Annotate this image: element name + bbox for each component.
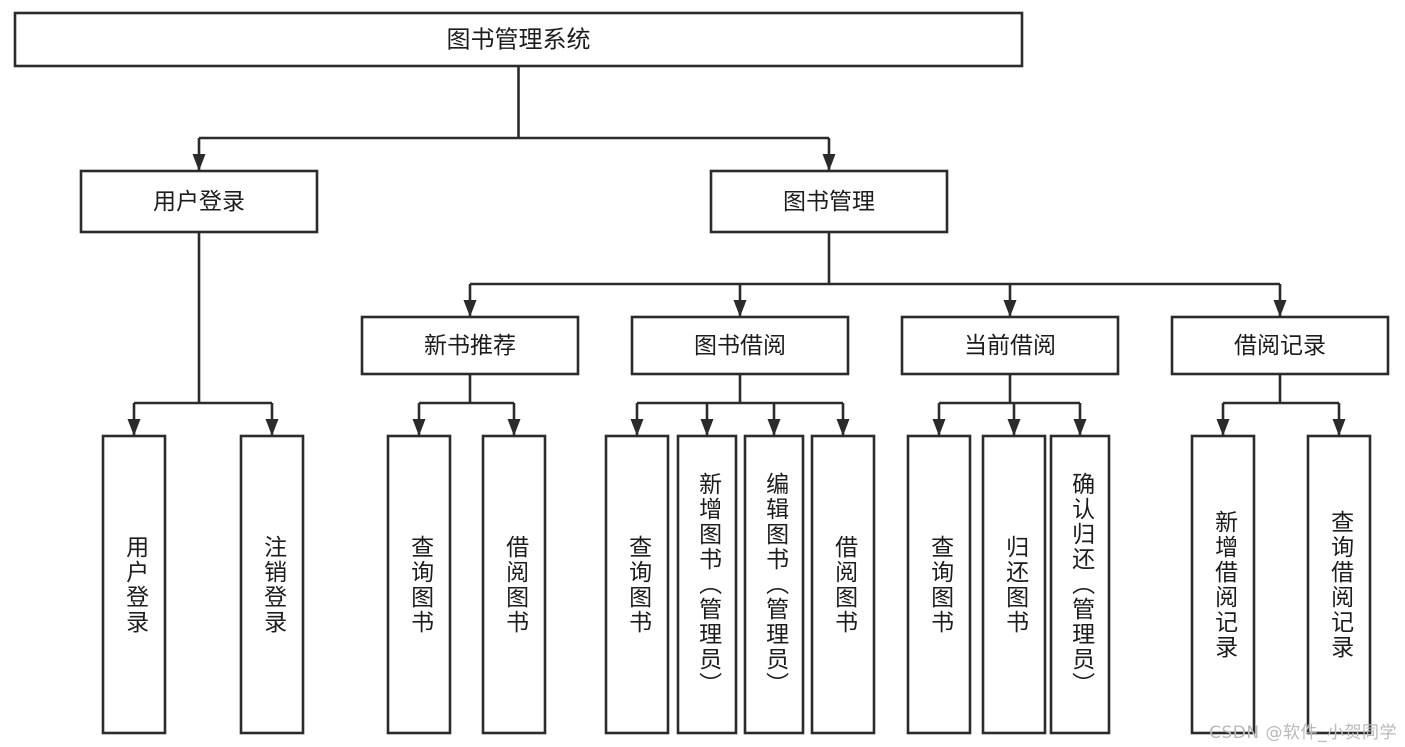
node-leaf-edit-book-admin[interactable] bbox=[743, 434, 805, 735]
arrow-head-icon bbox=[767, 419, 781, 436]
arrow-head-icon bbox=[192, 154, 206, 171]
arrow-head-icon bbox=[265, 419, 279, 436]
node-box-book-manage[interactable] bbox=[709, 169, 949, 234]
node-box-leaf-borrow-book-2[interactable] bbox=[810, 434, 876, 735]
edge-group-book-manage bbox=[463, 232, 1287, 317]
node-box-leaf-add-record[interactable] bbox=[1190, 434, 1256, 735]
arrow-head-icon bbox=[1007, 419, 1021, 436]
node-new-book-rec[interactable]: 新书推荐 bbox=[360, 315, 580, 376]
arrow-head-icon bbox=[127, 419, 141, 436]
arrow-head-icon bbox=[1273, 300, 1287, 317]
node-leaf-query-record[interactable] bbox=[1306, 434, 1372, 735]
node-box-new-book-rec[interactable] bbox=[360, 315, 580, 376]
node-leaf-borrow-book-2[interactable] bbox=[810, 434, 876, 735]
node-box-leaf-query-book-3[interactable] bbox=[906, 434, 972, 735]
node-leaf-user-login[interactable] bbox=[101, 434, 167, 735]
watermark: CSDN @软件_小贺同学 bbox=[1209, 723, 1397, 743]
node-leaf-query-book-1[interactable] bbox=[386, 434, 452, 735]
node-label-user-login: 用户登录 bbox=[153, 189, 245, 215]
node-label-book-borrow: 图书借阅 bbox=[694, 333, 786, 359]
node-label-current-borrow: 当前借阅 bbox=[964, 333, 1056, 359]
arrow-head-icon bbox=[1073, 419, 1087, 436]
node-box-leaf-query-record[interactable] bbox=[1306, 434, 1372, 735]
node-label-book-manage: 图书管理 bbox=[783, 189, 875, 215]
node-leaf-borrow-book-1[interactable] bbox=[481, 434, 547, 735]
node-box-leaf-edit-book-admin[interactable] bbox=[743, 434, 805, 735]
node-leaf-return-book[interactable] bbox=[981, 434, 1047, 735]
arrow-head-icon bbox=[1332, 419, 1346, 436]
node-leaf-logout[interactable] bbox=[239, 434, 305, 735]
arrow-head-icon bbox=[932, 419, 946, 436]
node-borrow-record[interactable]: 借阅记录 bbox=[1170, 315, 1390, 376]
node-user-login[interactable]: 用户登录 bbox=[79, 169, 319, 234]
arrow-head-icon bbox=[463, 300, 477, 317]
node-label-root: 图书管理系统 bbox=[447, 26, 591, 54]
node-label-new-book-rec: 新书推荐 bbox=[424, 333, 516, 359]
edge-group-user-login bbox=[127, 232, 279, 436]
edge-group-root bbox=[192, 66, 836, 171]
node-leaf-add-record[interactable] bbox=[1190, 434, 1256, 735]
arrow-head-icon bbox=[630, 419, 644, 436]
edges-layer bbox=[127, 66, 1346, 436]
node-box-current-borrow[interactable] bbox=[900, 315, 1120, 376]
node-box-leaf-confirm-return-admin[interactable] bbox=[1049, 434, 1111, 735]
node-box-leaf-query-book-1[interactable] bbox=[386, 434, 452, 735]
node-book-borrow[interactable]: 图书借阅 bbox=[630, 315, 850, 376]
arrow-head-icon bbox=[1003, 300, 1017, 317]
arrow-head-icon bbox=[733, 300, 747, 317]
node-current-borrow[interactable]: 当前借阅 bbox=[900, 315, 1120, 376]
edge-group-new-book-rec bbox=[412, 374, 521, 436]
node-leaf-add-book-admin[interactable] bbox=[676, 434, 738, 735]
node-box-leaf-logout[interactable] bbox=[239, 434, 305, 735]
arrow-head-icon bbox=[507, 419, 521, 436]
node-box-user-login[interactable] bbox=[79, 169, 319, 234]
arrow-head-icon bbox=[836, 419, 850, 436]
node-book-manage[interactable]: 图书管理 bbox=[709, 169, 949, 234]
edge-group-book-borrow bbox=[630, 374, 850, 436]
node-label-borrow-record: 借阅记录 bbox=[1234, 333, 1326, 359]
node-box-leaf-user-login[interactable] bbox=[101, 434, 167, 735]
node-box-leaf-return-book[interactable] bbox=[981, 434, 1047, 735]
node-leaf-query-book-2[interactable] bbox=[604, 434, 670, 735]
node-box-book-borrow[interactable] bbox=[630, 315, 850, 376]
arrow-head-icon bbox=[822, 154, 836, 171]
node-root[interactable]: 图书管理系统 bbox=[13, 11, 1024, 68]
edge-group-borrow-record bbox=[1216, 374, 1346, 436]
node-box-borrow-record[interactable] bbox=[1170, 315, 1390, 376]
node-box-leaf-query-book-2[interactable] bbox=[604, 434, 670, 735]
node-box-root[interactable] bbox=[13, 11, 1024, 68]
arrow-head-icon bbox=[700, 419, 714, 436]
node-box-leaf-borrow-book-1[interactable] bbox=[481, 434, 547, 735]
node-leaf-query-book-3[interactable] bbox=[906, 434, 972, 735]
arrow-head-icon bbox=[412, 419, 426, 436]
arrow-head-icon bbox=[1216, 419, 1230, 436]
node-box-leaf-add-book-admin[interactable] bbox=[676, 434, 738, 735]
edge-group-current-borrow bbox=[932, 374, 1087, 436]
node-leaf-confirm-return-admin[interactable] bbox=[1049, 434, 1111, 735]
